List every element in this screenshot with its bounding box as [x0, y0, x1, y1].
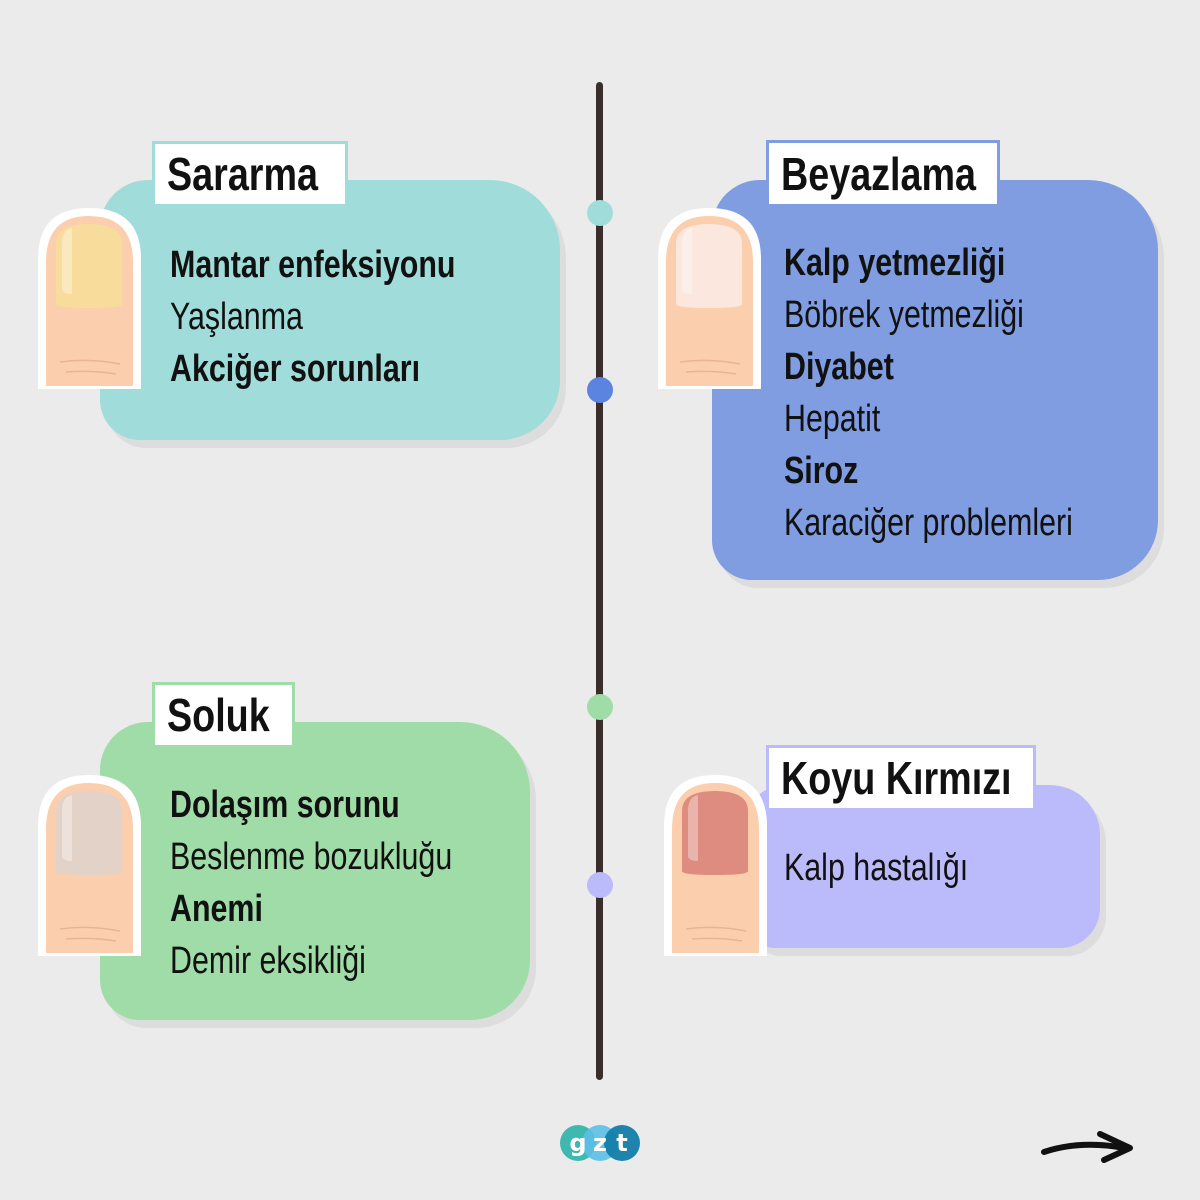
logo-letter: t: [616, 1129, 627, 1157]
fingernail-illustration: [32, 204, 147, 399]
condition-item: Yaşlanma: [170, 296, 303, 338]
section-title: Soluk: [152, 682, 295, 748]
card: [712, 180, 1158, 580]
condition-item: Kalp hastalığı: [784, 847, 969, 889]
timeline-dot: [587, 200, 613, 226]
condition-list: Kalp hastalığı: [784, 842, 1014, 894]
condition-item: Siroz: [784, 450, 859, 492]
fingernail-illustration: [32, 771, 147, 966]
condition-item: Kalp yetmezliği: [784, 242, 1006, 284]
card: [100, 180, 560, 440]
condition-item: Hepatit: [784, 398, 881, 440]
condition-item: Diyabet: [784, 346, 894, 388]
gzt-logo: g z t: [558, 1124, 642, 1162]
section-title-text: Soluk: [167, 689, 270, 741]
card: [745, 785, 1100, 948]
timeline-dot: [587, 872, 613, 898]
condition-item: Karaciğer problemleri: [784, 502, 1073, 544]
condition-item: Akciğer sorunları: [170, 348, 421, 390]
timeline-dot: [587, 694, 613, 720]
section-title-text: Koyu Kırmızı: [781, 752, 1012, 804]
fingernail-illustration: [658, 771, 773, 966]
section-title: Beyazlama: [766, 140, 1000, 207]
fingernail-illustration: [652, 204, 767, 399]
section-title: Koyu Kırmızı: [766, 745, 1036, 811]
condition-item: Beslenme bozukluğu: [170, 836, 453, 878]
card: [100, 722, 530, 1020]
logo-letter: z: [593, 1129, 607, 1157]
arrow-right-icon[interactable]: [1040, 1128, 1135, 1166]
condition-item: Dolaşım sorunu: [170, 784, 400, 826]
condition-item: Mantar enfeksiyonu: [170, 244, 456, 286]
condition-item: Anemi: [170, 888, 263, 930]
section-title-text: Beyazlama: [781, 147, 977, 200]
condition-item: Demir eksikliği: [170, 940, 366, 982]
timeline-dot: [587, 377, 613, 403]
section-title: Sararma: [152, 141, 348, 207]
timeline-line: [596, 82, 603, 1080]
section-title-text: Sararma: [167, 148, 318, 200]
condition-item: Böbrek yetmezliği: [784, 294, 1024, 336]
logo-letter: g: [569, 1129, 586, 1157]
